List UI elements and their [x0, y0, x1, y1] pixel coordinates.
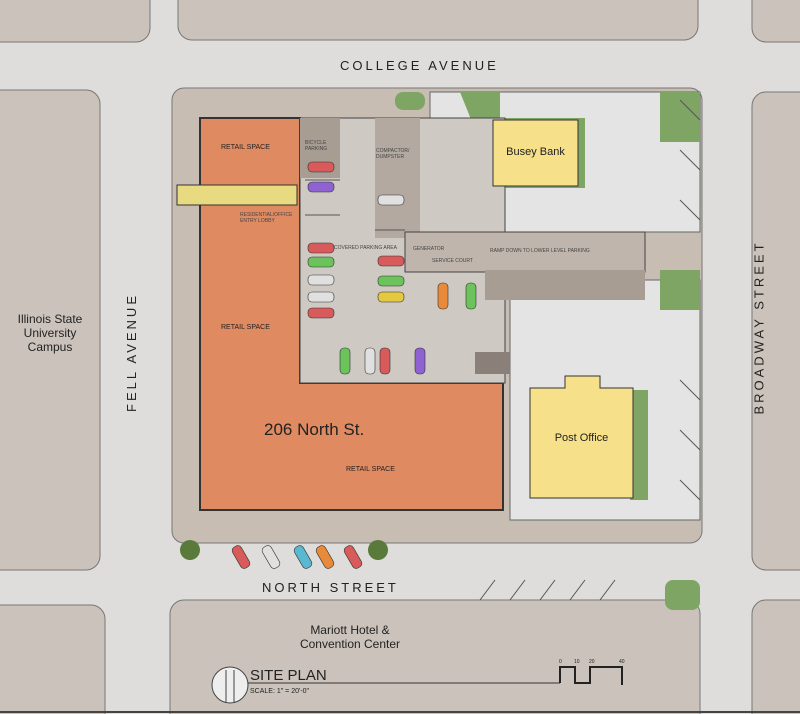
- block-bottom-center: [169, 599, 701, 714]
- service-court-label: SERVICE COURT: [432, 258, 473, 264]
- compactor-label: COMPACTOR/ DUMPSTER: [376, 148, 410, 160]
- bicycle-parking-label: BICYCLE PARKING: [305, 140, 328, 152]
- covered-parking-label: COVERED PARKING AREA: [334, 245, 397, 251]
- site-plan-title: SITE PLAN: [250, 667, 327, 684]
- retail-space-label: RETAIL SPACE: [221, 144, 270, 151]
- north-arrow-icon: [211, 666, 249, 704]
- block-top-left: [0, 0, 151, 43]
- address-label: 206 North St.: [264, 420, 365, 439]
- block-top-center: [177, 0, 699, 41]
- retail-space-label: RETAIL SPACE: [346, 466, 395, 473]
- scale-tick: 40: [619, 659, 625, 665]
- block-right: [751, 91, 800, 571]
- block-left: [0, 89, 101, 571]
- post-office-label: Post Office: [554, 432, 609, 444]
- retail-space-label: RETAIL SPACE: [221, 324, 270, 331]
- block-top-right: [751, 0, 800, 43]
- scale-tick: 0: [559, 659, 562, 665]
- busey-bank-label: Busey Bank: [506, 146, 565, 158]
- scale-tick: 20: [589, 659, 595, 665]
- street-label-broadway-street: BROADWAY STREET: [751, 240, 767, 415]
- generator-label: GENERATOR: [413, 246, 445, 252]
- street-label-college-avenue: COLLEGE AVENUE: [340, 58, 499, 73]
- block-bottom-left: [0, 604, 106, 714]
- campus-label: Illinois State University Campus: [17, 312, 83, 354]
- hotel-label: Mariott Hotel & Convention Center: [299, 623, 401, 651]
- block-bottom-right: [751, 599, 800, 714]
- street-label-north-street: NORTH STREET: [262, 580, 399, 595]
- busey-bank-building: [492, 119, 579, 187]
- post-office-building: [529, 375, 634, 499]
- scale-label: SCALE: 1" = 20'-0": [250, 688, 310, 695]
- ramp-label: RAMP DOWN TO LOWER LEVEL PARKING: [490, 248, 590, 254]
- scale-tick: 10: [574, 659, 580, 665]
- street-label-fell-avenue: FELL AVENUE: [123, 293, 139, 412]
- lobby-label: RESIDENTIAL/OFFICE ENTRY LOBBY: [240, 212, 293, 224]
